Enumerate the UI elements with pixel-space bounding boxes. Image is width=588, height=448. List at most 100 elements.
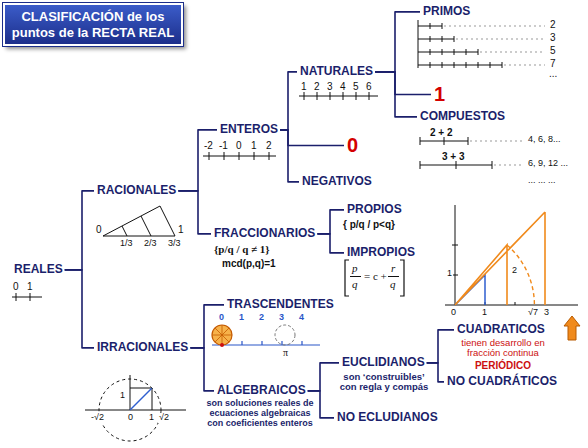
class-node: NEGATIVOS	[300, 174, 374, 190]
figure-label: 3	[550, 32, 556, 43]
bracket-connector	[65, 270, 94, 348]
class-node: TRASCENDENTES	[225, 297, 336, 313]
figure-label: 5	[353, 81, 359, 92]
title-banner: CLASIFICACIÓN de los puntos de la RECTA …	[3, 3, 183, 46]
figure-label: π	[282, 347, 289, 358]
figure-label: 4	[299, 313, 304, 323]
figure-label: 4	[340, 81, 346, 92]
figure-label: -√2	[90, 413, 105, 423]
figure-label: 1	[178, 224, 184, 235]
figure-label: 1	[27, 281, 33, 292]
figure-label: 0	[13, 281, 19, 292]
figure-label: 2	[266, 140, 272, 151]
rolling-circle	[212, 325, 320, 347]
bracket-connector	[65, 191, 94, 270]
figure-label: 3	[279, 313, 284, 323]
figure-label: 1	[251, 140, 257, 151]
figure-label: 1	[301, 81, 307, 92]
class-node: NATURALES	[298, 64, 375, 80]
bracket-connector	[280, 130, 344, 146]
figure-label: tienen desarrollo en fracción continua	[447, 338, 559, 359]
figure-label: 1	[239, 313, 244, 323]
composite-bars	[420, 137, 522, 169]
class-node: ALGEBRAICOS	[215, 383, 308, 399]
bracket-connector	[190, 348, 214, 391]
figure-label: q	[352, 278, 358, 290]
class-label: PROPIOS	[347, 203, 402, 217]
formula-brackets	[345, 260, 404, 296]
class-label: PRIMOS	[423, 5, 470, 19]
figure-label: 1	[482, 308, 487, 318]
class-label: NO ECLUDIANOS	[337, 411, 438, 425]
class-label: 0	[347, 134, 358, 157]
bracket-connector	[375, 72, 417, 117]
figure-label: 1	[148, 413, 155, 423]
figure-label: 2	[259, 313, 264, 323]
class-node: CUADRATICOS	[455, 322, 547, 338]
figure-label: 4, 6, 8...	[528, 135, 561, 145]
class-node: FRACCIONARIOS	[212, 226, 317, 242]
class-node: IMPROPIOS	[345, 245, 417, 261]
class-node: COMPUESTOS	[418, 109, 507, 125]
figure-label: 1/3	[120, 239, 133, 249]
class-node: IRRACIONALES	[95, 340, 190, 356]
orange-arrow	[564, 316, 580, 340]
figure-label: 0	[219, 313, 224, 323]
class-label: COMPUESTOS	[420, 110, 505, 124]
class-label: RACIONALES	[97, 184, 176, 198]
figure-label: 2	[511, 266, 518, 276]
figure-label: 3 + 3	[442, 151, 465, 162]
figure-label: q	[390, 278, 396, 290]
figure-label: 0	[127, 413, 134, 423]
bracket-connector	[280, 130, 299, 182]
class-node: NO ECLUDIANOS	[335, 410, 440, 426]
figure-label: 2	[550, 19, 556, 30]
class-label: IMPROPIOS	[347, 246, 415, 260]
class-node: RACIONALES	[95, 183, 178, 199]
figure-label: p	[352, 262, 358, 274]
figure-label: mcd(p,q)=1	[222, 258, 276, 269]
class-label: CUADRATICOS	[457, 323, 545, 337]
class-label: ENTEROS	[220, 123, 278, 137]
figure-label: 1	[446, 269, 453, 279]
class-label: 1	[434, 83, 445, 106]
figure-label: 1	[119, 391, 126, 401]
figure-label: ... ... ...	[528, 176, 556, 186]
figure-label: r	[391, 262, 395, 274]
bracket-connector	[375, 12, 420, 72]
figure-label: {p/q / q ≠ 1}	[214, 243, 270, 255]
figure-label: ...	[549, 68, 557, 79]
title-text: CLASIFICACIÓN de los puntos de la RECTA …	[8, 9, 178, 40]
class-label: TRASCENDENTES	[227, 298, 334, 312]
bracket-connector	[427, 363, 444, 382]
bracket-connector	[280, 72, 297, 130]
bracket-connector	[375, 72, 431, 95]
class-node: 1	[432, 82, 447, 107]
figure-label: 3	[327, 81, 333, 92]
bracket-connector	[427, 330, 454, 363]
class-label: ALGEBRAICOS	[217, 384, 306, 398]
figure-label: 0	[451, 308, 456, 318]
figure-label: -2	[204, 140, 213, 151]
class-node: ENTEROS	[218, 122, 280, 138]
figure-label: 0	[96, 224, 102, 235]
figure-label: 2 + 2	[430, 127, 453, 138]
class-node: PROPIOS	[345, 202, 404, 218]
figure-label: son soluciones reales de ecuaciones alge…	[203, 399, 317, 429]
sqrt-construction	[445, 205, 578, 305]
class-label: EUCLIDIANOS	[342, 356, 425, 370]
figure-label: 2/3	[144, 239, 157, 249]
bracket-connector	[190, 305, 224, 348]
figure-label: son ‘construibles’ con regla y compás	[334, 372, 434, 393]
class-label: FRACCIONARIOS	[214, 227, 315, 241]
class-label: NATURALES	[300, 65, 373, 79]
figure-label: = c +	[364, 270, 387, 282]
figure-label: 7	[550, 58, 556, 69]
class-label: IRRACIONALES	[97, 341, 188, 355]
class-node: REALES	[12, 262, 65, 278]
class-node: NO CUADRÁTICOS	[445, 374, 559, 390]
figure-label: 0	[236, 140, 242, 151]
figure-label: √2	[158, 413, 170, 423]
figure-label: 3	[544, 308, 549, 318]
